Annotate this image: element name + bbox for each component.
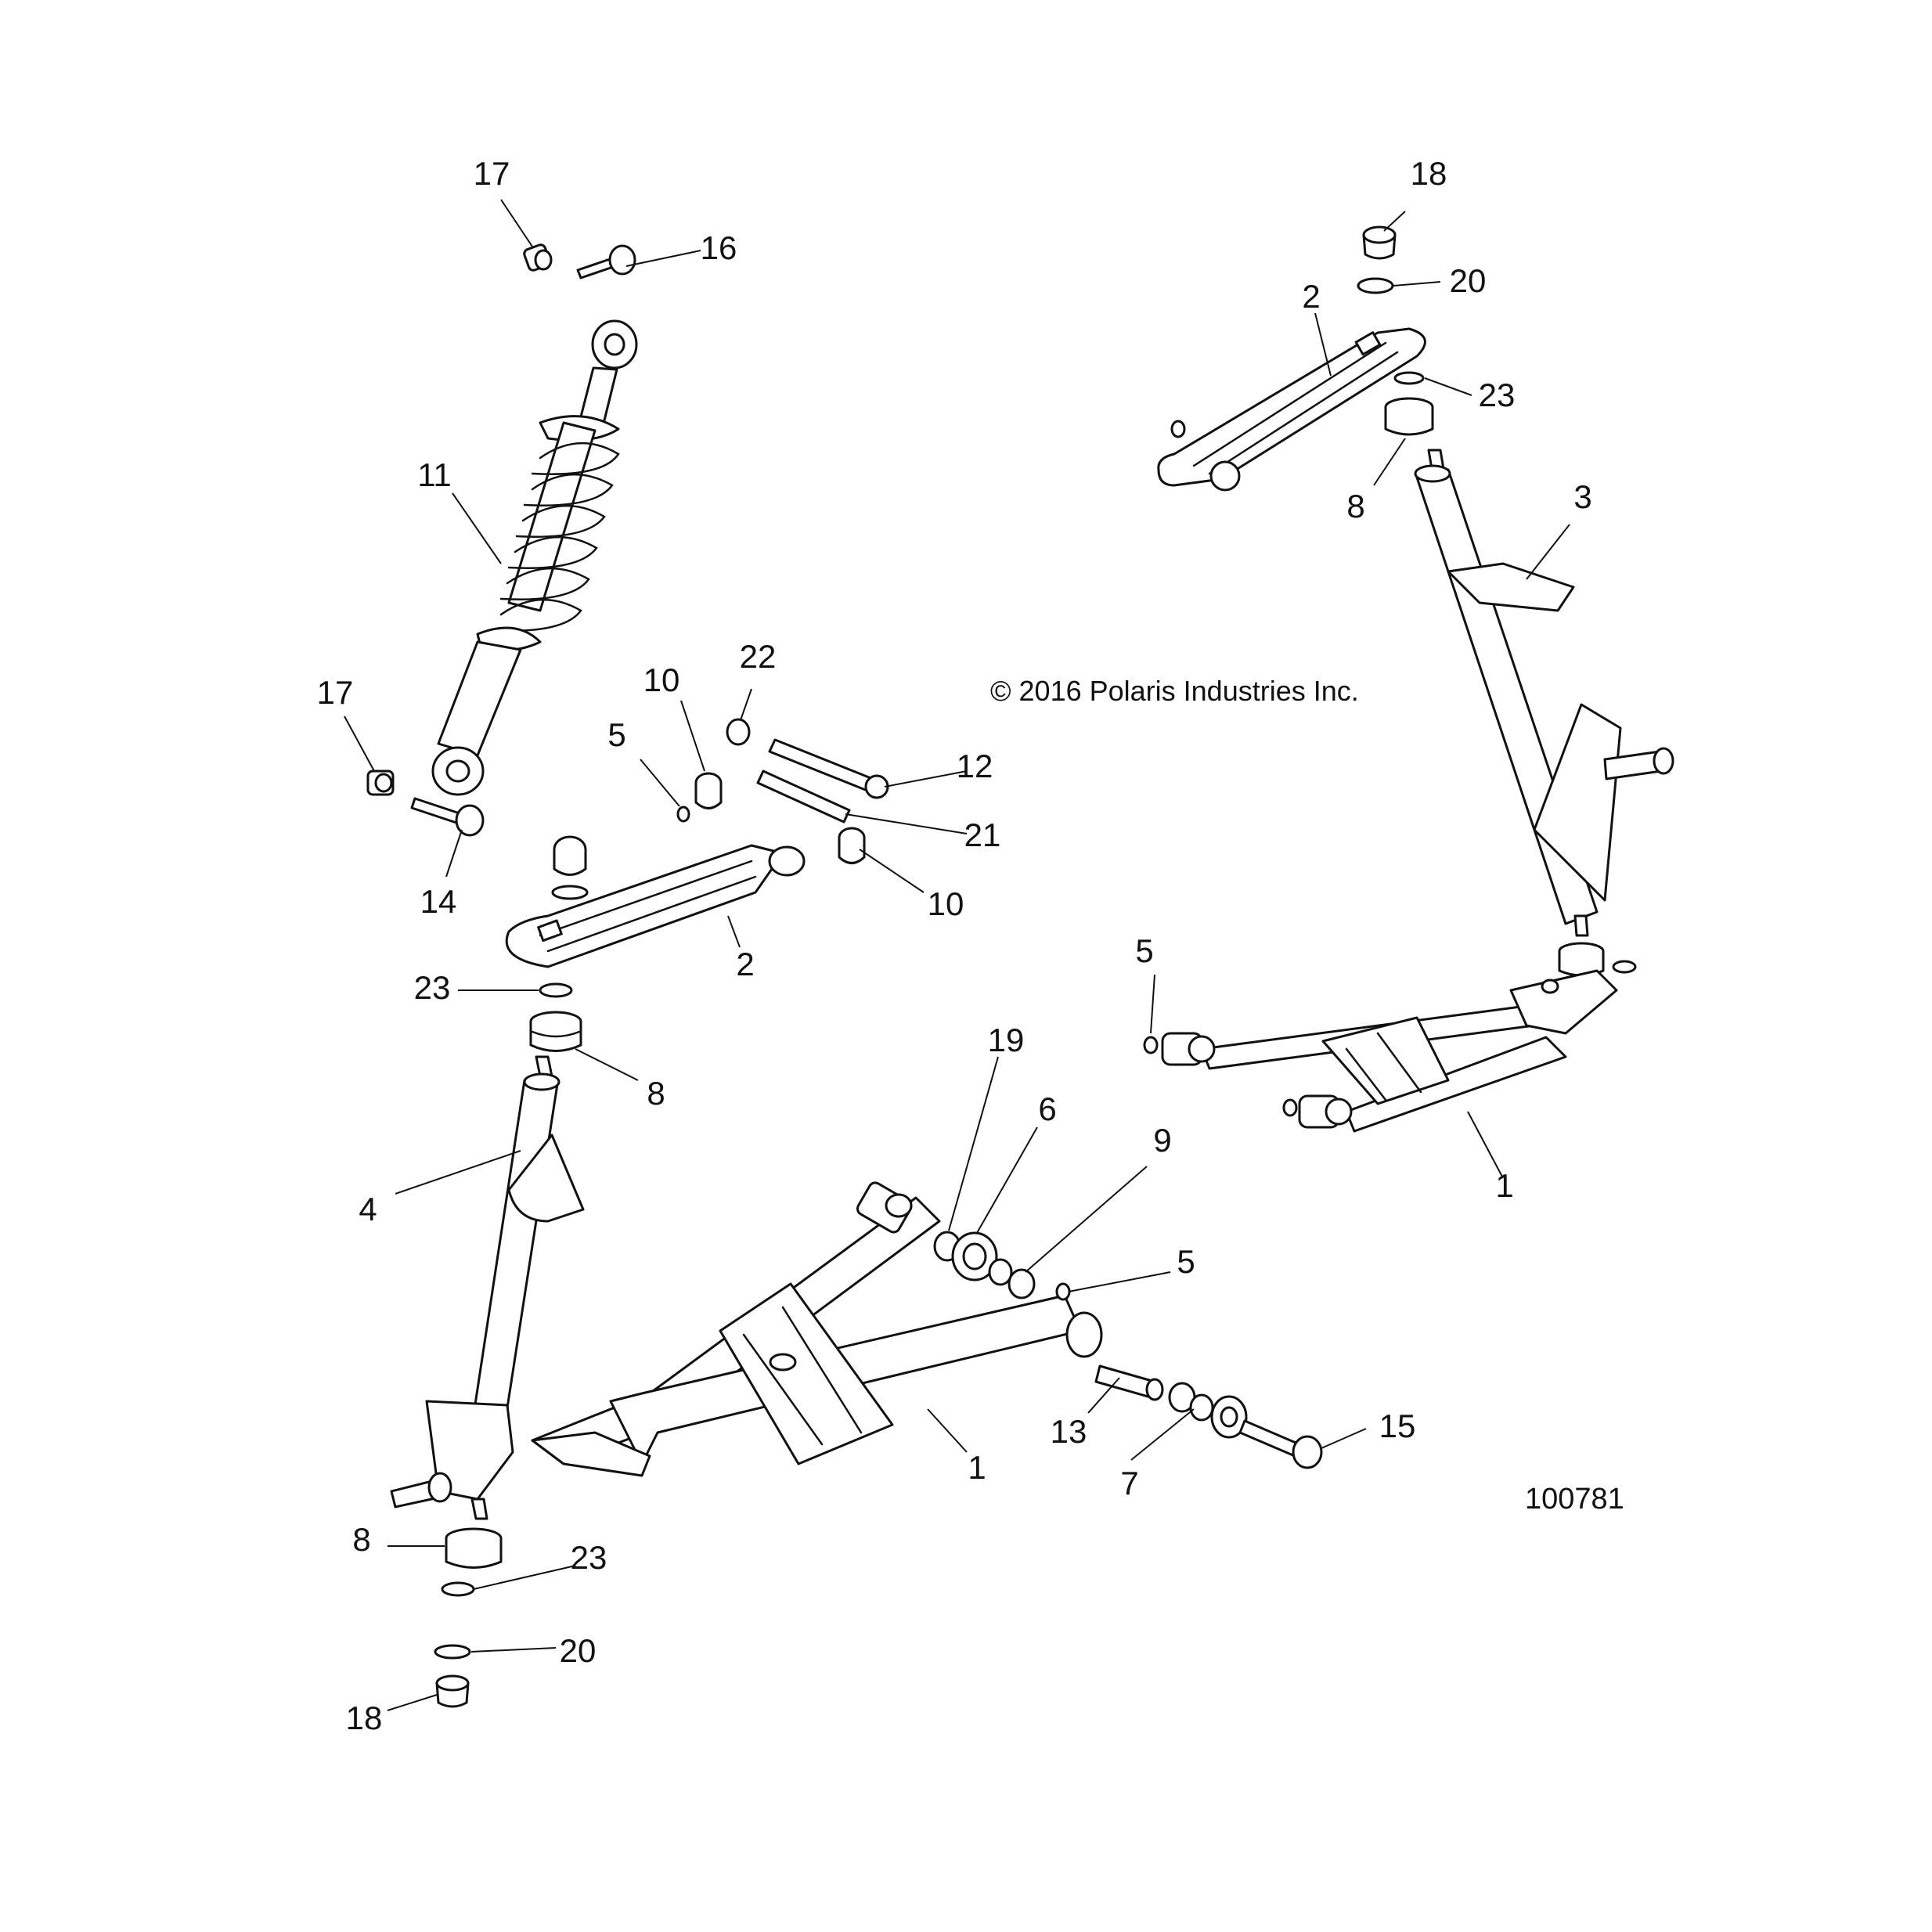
part-17-top-nut bbox=[523, 243, 553, 272]
part-20-washer-left bbox=[434, 1644, 471, 1660]
leader-lines bbox=[344, 199, 1570, 1711]
callout-10-lower: 10 bbox=[928, 885, 964, 922]
callout-22: 22 bbox=[740, 638, 777, 675]
part-8-boot-right-top bbox=[1384, 397, 1434, 436]
callout-1-center: 1 bbox=[968, 1449, 986, 1486]
callout-10-upper: 10 bbox=[643, 661, 680, 698]
callout-15: 15 bbox=[1379, 1408, 1416, 1444]
part-20-washer-right bbox=[1357, 277, 1394, 294]
part-12-pin bbox=[768, 738, 889, 799]
callout-23-left-top: 23 bbox=[414, 969, 451, 1006]
callout-3: 3 bbox=[1573, 478, 1591, 515]
part-10-bushing-lower bbox=[838, 827, 866, 864]
callout-11: 11 bbox=[417, 456, 452, 493]
part-23-washer-right-bottom bbox=[1612, 960, 1637, 974]
part-23-washer-left-top bbox=[539, 982, 573, 998]
callout-17-lower: 17 bbox=[317, 674, 354, 711]
callout-12: 12 bbox=[957, 748, 993, 784]
callout-7: 7 bbox=[1120, 1465, 1138, 1501]
callout-13: 13 bbox=[1051, 1413, 1087, 1450]
part-18-nut-right bbox=[1362, 225, 1397, 260]
callout-2-right: 2 bbox=[1302, 278, 1320, 315]
callout-19: 19 bbox=[988, 1022, 1025, 1058]
part-17-lower-nut bbox=[366, 770, 395, 796]
part-23-washer-right-top bbox=[1393, 371, 1425, 385]
callout-18-right: 18 bbox=[1411, 155, 1447, 192]
callout-20-right: 20 bbox=[1450, 262, 1487, 299]
part-2-upper-a-arm-right bbox=[1157, 327, 1426, 492]
part-22-washer-nut bbox=[726, 718, 751, 746]
callout-labels: 17 16 11 17 14 10 22 5 12 21 10 2 23 8 4… bbox=[317, 155, 1592, 1736]
callout-2-left: 2 bbox=[736, 946, 754, 982]
part-8-boot-left-top bbox=[529, 1011, 582, 1052]
callout-6: 6 bbox=[1038, 1090, 1056, 1127]
part-18-nut-left bbox=[435, 1674, 470, 1708]
part-1-lower-a-arm-right bbox=[1143, 969, 1618, 1133]
callout-20-left: 20 bbox=[560, 1632, 597, 1669]
part-21-pin bbox=[756, 770, 851, 824]
part-15-bolt bbox=[1238, 1419, 1323, 1469]
part-14-bolt bbox=[410, 797, 485, 837]
part-1-lower-a-arm-center bbox=[531, 1181, 1103, 1477]
diagram-code: 100781 bbox=[1525, 1483, 1624, 1516]
callout-23-left-bottom: 23 bbox=[571, 1539, 607, 1576]
callout-14: 14 bbox=[420, 883, 457, 920]
callout-17-top: 17 bbox=[474, 155, 510, 192]
part-11-shock-absorber bbox=[431, 319, 638, 796]
callout-18-left: 18 bbox=[346, 1700, 383, 1736]
part-3-steering-knuckle-right bbox=[1414, 449, 1674, 937]
callout-8-left-top: 8 bbox=[647, 1075, 665, 1112]
callout-16: 16 bbox=[701, 229, 737, 266]
callout-5-right: 5 bbox=[1135, 932, 1153, 969]
callout-8-right: 8 bbox=[1346, 488, 1364, 524]
part-13-sleeve bbox=[1094, 1364, 1164, 1401]
callout-4: 4 bbox=[359, 1191, 377, 1227]
callout-5-center: 5 bbox=[1177, 1243, 1195, 1280]
callout-8-left-bottom: 8 bbox=[352, 1521, 370, 1558]
callout-5-left: 5 bbox=[607, 716, 625, 753]
part-5-grease-fitting-center bbox=[1055, 1282, 1071, 1301]
part-2-upper-a-arm-left bbox=[505, 835, 806, 968]
callout-21: 21 bbox=[964, 816, 1001, 853]
callout-9: 9 bbox=[1153, 1122, 1171, 1159]
part-7-washer bbox=[1168, 1382, 1248, 1439]
callout-23-right: 23 bbox=[1479, 377, 1516, 413]
copyright-text: © 2016 Polaris Industries Inc. bbox=[990, 675, 1359, 707]
part-6-seal bbox=[951, 1231, 998, 1281]
part-10-bushing-upper bbox=[694, 772, 723, 809]
part-9-ring bbox=[988, 1258, 1036, 1299]
part-5-grease-fitting bbox=[676, 806, 690, 823]
part-8-boot-left-bottom bbox=[445, 1527, 503, 1569]
callout-1-right: 1 bbox=[1495, 1167, 1513, 1204]
part-23-washer-left-bottom bbox=[441, 1581, 475, 1597]
part-4-steering-knuckle-left bbox=[390, 1055, 585, 1520]
part-16-bolt bbox=[576, 244, 636, 279]
